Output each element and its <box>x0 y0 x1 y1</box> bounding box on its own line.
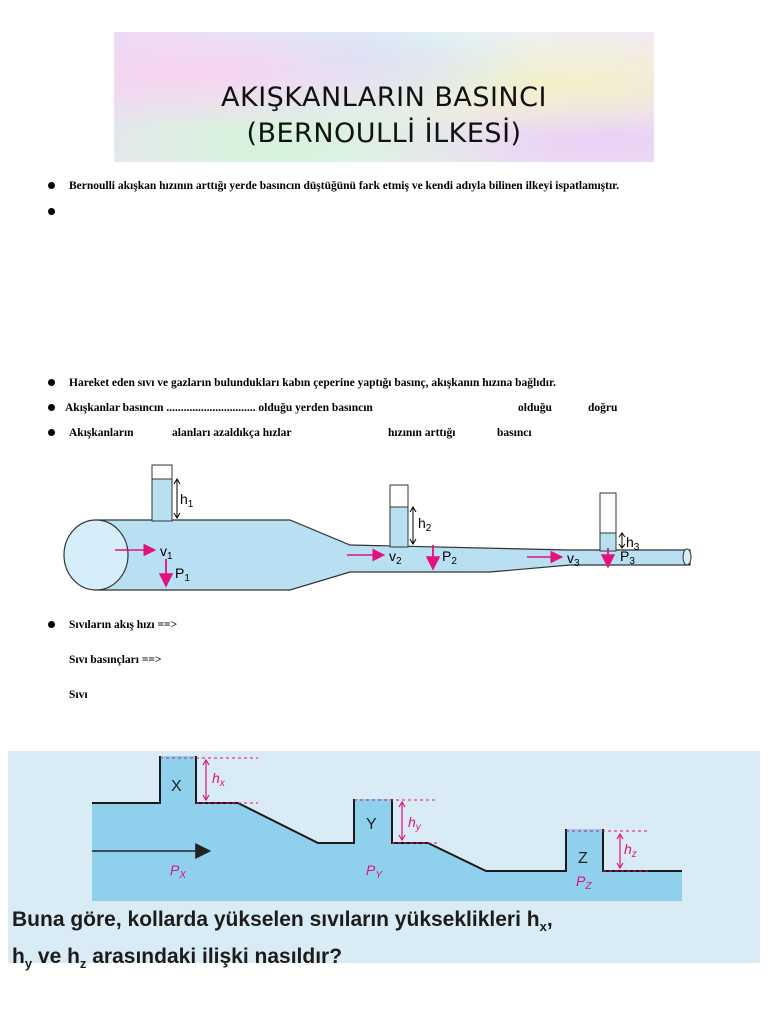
p2-label: P2 <box>442 548 457 567</box>
v1-label: v1 <box>160 543 173 562</box>
bullet-1: Bernoulli akışkan hızının arttığı yerde … <box>48 180 619 192</box>
pipe-diagram-1: h1 h2 h3 v1 v2 v3 P1 P2 P3 <box>63 464 692 591</box>
bullet-4-text-c: doğru <box>588 402 618 414</box>
bullet-3-text: Hareket eden sıvı ve gazların bulundukla… <box>69 377 556 389</box>
p1-label: P1 <box>175 565 190 584</box>
h3-label: h3 <box>626 534 640 553</box>
title-line-2: (BERNOULLİ İLKESİ) <box>246 118 522 149</box>
bullet-dot-icon <box>48 428 55 436</box>
pipe-end <box>682 548 692 566</box>
bullet-dot-icon <box>48 378 55 386</box>
bullet-5-text-d: basıncı <box>497 427 532 439</box>
hx-label: hx <box>212 770 226 789</box>
label-z: Z <box>578 850 588 867</box>
bullet-6-text: Sıvıların akış hızı ==> <box>69 619 178 631</box>
bullet-dot-icon <box>48 620 55 628</box>
px-label: PX <box>170 862 186 881</box>
p3-label: P3 <box>620 548 635 567</box>
bullet-4: Akışkanlar basıncın ....................… <box>48 402 373 414</box>
bullet-dot-icon <box>48 207 55 215</box>
question-line-2: hy ve hz arasındaki ilişki nasıldır? <box>12 945 343 972</box>
h2-label: h2 <box>418 515 432 534</box>
bullet-6: Sıvıların akış hızı ==> <box>48 619 177 631</box>
bullet-5-text-a: Akışkanların <box>69 427 134 439</box>
pz-label: PZ <box>576 873 592 892</box>
py-label: PY <box>366 862 383 881</box>
h1-label: h1 <box>180 491 194 510</box>
pipe-body <box>95 519 691 591</box>
line-2: Sıvı <box>69 689 88 701</box>
label-x: X <box>171 778 182 795</box>
bullet-4-text-a: Akışkanlar basıncın ....................… <box>65 402 373 414</box>
water-body <box>92 756 682 901</box>
bullet-5-text-b: alanları azaldıkça hızlar <box>172 427 292 439</box>
title-banner: AKIŞKANLARIN BASINCI (BERNOULLİ İLKESİ) <box>114 32 654 162</box>
question-line-1: Buna göre, kollarda yükselen sıvıların y… <box>12 908 553 935</box>
title-line-1: AKIŞKANLARIN BASINCI <box>221 82 547 113</box>
bullet-dot-icon <box>48 181 55 189</box>
bullet-dot-icon <box>48 403 55 411</box>
v3-label: v3 <box>567 550 580 569</box>
bullet-1-text: Bernoulli akışkan hızının arttığı yerde … <box>69 180 620 192</box>
hy-label: hy <box>408 814 422 833</box>
hz-label: hz <box>624 841 637 860</box>
line-1: Sıvı basınçları ==> <box>69 654 162 666</box>
question-text: Buna göre, kollarda yükselen sıvıların y… <box>12 905 553 979</box>
bullet-2 <box>48 206 69 218</box>
v2-label: v2 <box>389 548 402 567</box>
bullet-4-text-b: olduğu <box>518 402 552 414</box>
bullet-5: Akışkanların <box>48 427 134 439</box>
bullet-3: Hareket eden sıvı ve gazların bulundukla… <box>48 377 556 389</box>
pipe-diagram-2: X Y Z hx hy hz PX PY PZ <box>92 756 682 901</box>
bullet-5-text-c: hızının arttığı <box>388 427 456 439</box>
pipe-opening <box>63 519 129 591</box>
label-y: Y <box>366 816 377 833</box>
